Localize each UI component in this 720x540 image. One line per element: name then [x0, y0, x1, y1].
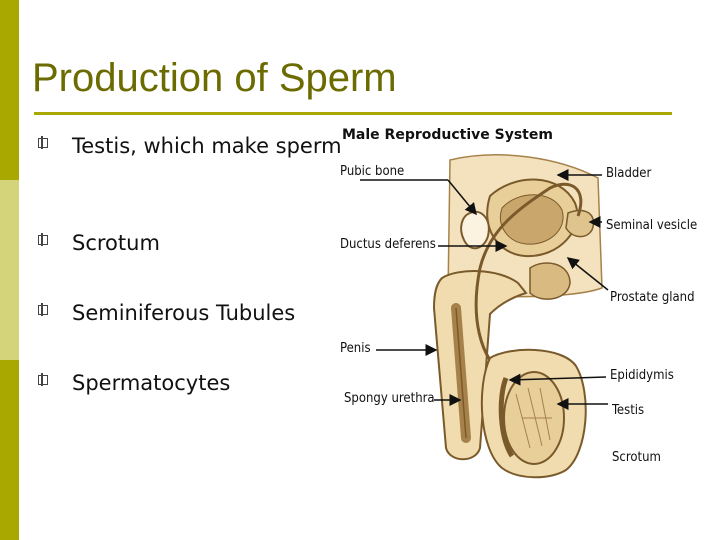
- label-testis: Testis: [612, 403, 645, 418]
- sidebar-accent-bar: [0, 0, 19, 540]
- bullet-text: Testis, which make sperm: [72, 134, 342, 158]
- sidebar-segment-middle: [0, 180, 19, 360]
- seminal-vesicle-shape: [565, 209, 595, 238]
- label-spongy-urethra: Spongy urethra: [344, 391, 435, 406]
- label-penis: Penis: [340, 341, 371, 356]
- diagram-title: Male Reproductive System: [342, 127, 553, 143]
- anatomy-illustration: [360, 154, 609, 479]
- label-pubic-bone: Pubic bone: [340, 164, 405, 179]
- bullet-text: Spermatocytes: [72, 371, 231, 395]
- bladder-shape: [486, 178, 579, 258]
- label-ductus-deferens: Ductus deferens: [340, 237, 436, 252]
- leader-line-epididymis: [508, 373, 607, 386]
- bullet-text: Scrotum: [72, 231, 160, 255]
- label-epididymis: Epididymis: [610, 368, 674, 383]
- label-prostate-gland: Prostate gland: [610, 290, 695, 305]
- prostate-gland-shape: [529, 262, 571, 300]
- epididymis-shape: [498, 377, 515, 458]
- slide-title: Production of Sperm: [32, 56, 397, 100]
- label-seminal-vesicle: Seminal vesicle: [606, 218, 698, 233]
- reproductive-system-diagram: Male Reproductive System Pubic bone Duct…: [330, 118, 710, 488]
- leader-line-pubic-bone-arrow: [447, 179, 477, 216]
- leader-lines: [360, 169, 609, 410]
- penis-shape: [432, 270, 528, 461]
- sidebar-segment-top: [0, 0, 19, 180]
- bullet-marker-icon: [38, 303, 48, 316]
- bullet-marker-icon: [38, 136, 48, 149]
- bullet-marker-icon: [38, 233, 48, 246]
- label-scrotum: Scrotum: [612, 450, 661, 465]
- leader-line-prostate-gland: [566, 257, 609, 291]
- testis-shape: [503, 371, 565, 465]
- bullet-marker-icon: [38, 373, 48, 386]
- pubic-bone-shape: [460, 210, 490, 250]
- ductus-deferens-tube: [474, 182, 583, 378]
- title-underline: [34, 112, 672, 115]
- sidebar-segment-bottom: [0, 360, 19, 540]
- bullet-text: Seminiferous Tubules: [72, 301, 296, 325]
- label-bladder: Bladder: [606, 166, 652, 181]
